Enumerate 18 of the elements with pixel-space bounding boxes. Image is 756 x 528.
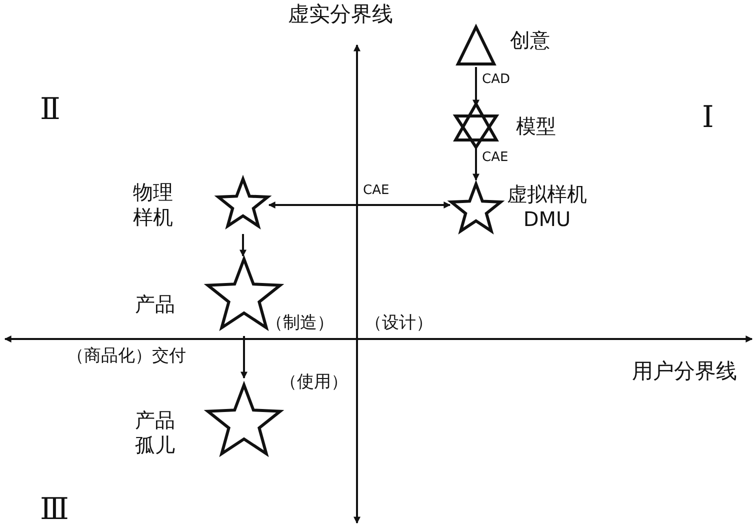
quadrant-numeral: Ⅲ: [40, 492, 69, 527]
arrow: [472, 148, 480, 181]
axis-label: 虚实分界线: [288, 1, 393, 28]
node-label: 物理样机: [133, 180, 174, 230]
node-label: 模型: [516, 114, 557, 139]
node-label: 虚拟样机 DMU: [506, 182, 588, 232]
quadrant-numeral: Ⅱ: [40, 92, 60, 127]
region-label: （设计）: [365, 312, 433, 334]
arrow: [240, 336, 248, 379]
node-label: 创意: [510, 28, 551, 53]
axis-label: 用户分界线: [632, 358, 737, 385]
node-label: 产品: [135, 292, 176, 317]
quadrant-numeral: Ⅰ: [702, 100, 714, 135]
node-label: 产品孤儿: [135, 408, 176, 458]
arrow: [268, 202, 451, 208]
region-label: （使用）: [280, 371, 348, 393]
region-label: （制造）: [266, 312, 334, 334]
arrow: [240, 234, 246, 257]
